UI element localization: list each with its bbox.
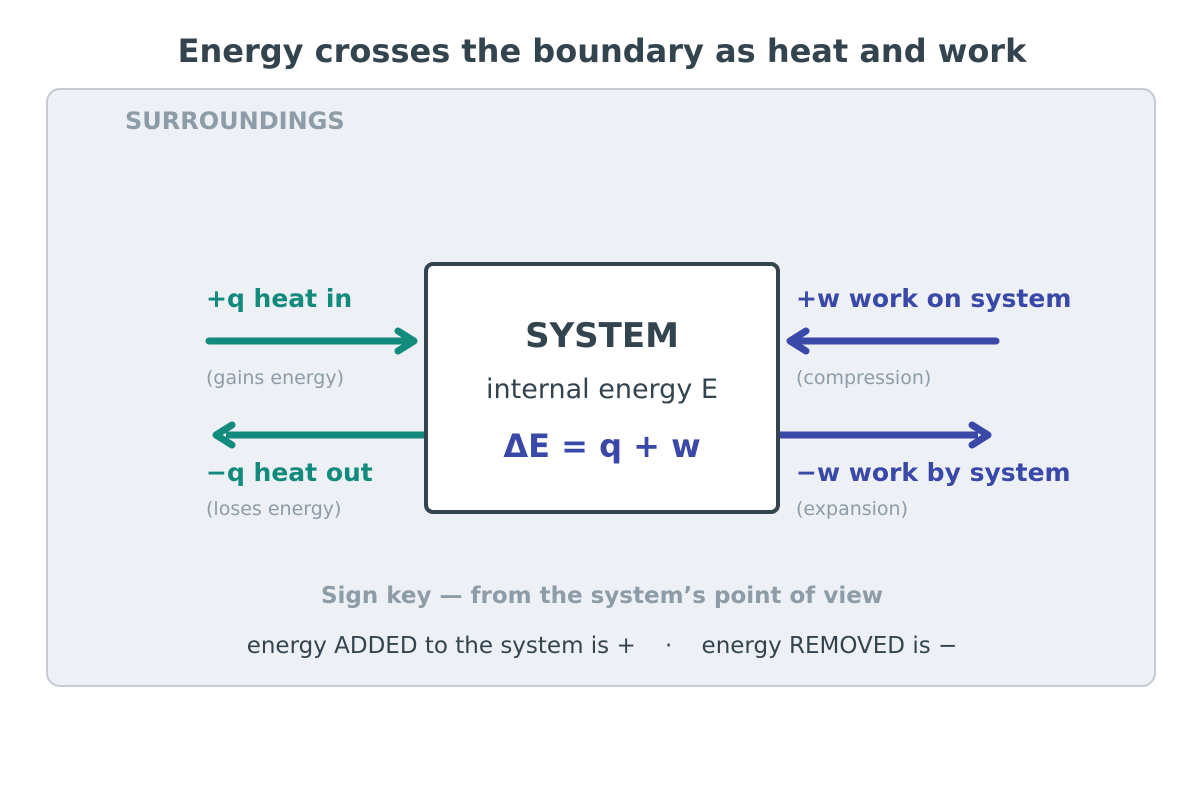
system-subtitle: internal energy E	[486, 374, 718, 405]
heat-out-label: −q heat out	[206, 458, 373, 487]
heat-in-arrow	[205, 327, 418, 355]
work-on-note: (compression)	[796, 367, 932, 389]
work-on-label: +w work on system	[796, 284, 1072, 313]
work-by-note: (expansion)	[796, 498, 909, 520]
work-on-arrow	[786, 327, 1000, 355]
sign-key-text: energy ADDED to the system is + · energy…	[246, 633, 958, 659]
sign-key-title: Sign key — from the system’s point of vi…	[320, 583, 884, 609]
energy-equation: ΔE = q + w	[503, 427, 701, 465]
work-by-arrow	[780, 421, 992, 449]
heat-in-note: (gains energy)	[206, 367, 344, 389]
surroundings-label: SURROUNDINGS	[125, 107, 345, 135]
system-box	[424, 262, 780, 514]
diagram-title: Energy crosses the boundary as heat and …	[177, 32, 1027, 70]
system-title: SYSTEM	[525, 316, 679, 356]
heat-out-note: (loses energy)	[206, 498, 342, 520]
work-by-label: −w work by system	[796, 458, 1071, 487]
heat-out-arrow	[212, 421, 424, 449]
heat-in-label: +q heat in	[206, 284, 353, 313]
